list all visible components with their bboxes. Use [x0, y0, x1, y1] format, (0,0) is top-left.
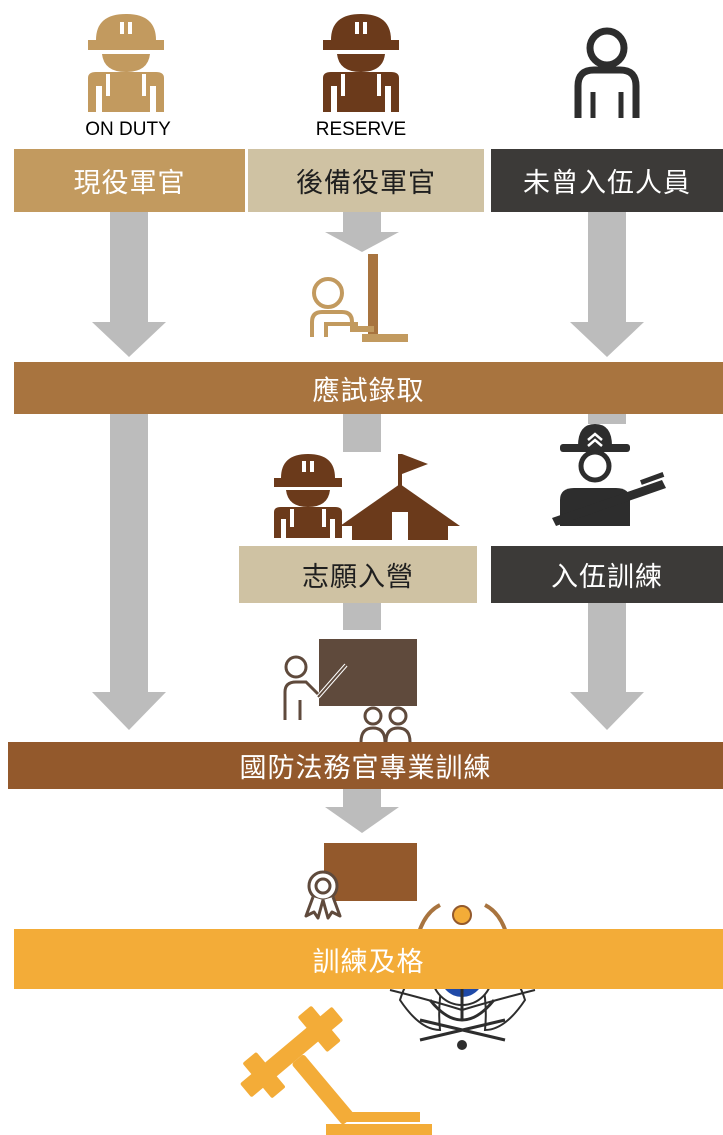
- volunteer-enlistment-box: 志願入營: [239, 546, 477, 603]
- person-icon: [574, 27, 640, 118]
- role-label-on-duty: ON DUTY: [85, 119, 171, 140]
- exam-admission-label: 應試錄取: [312, 375, 425, 407]
- training-pass-bar: 訓練及格: [14, 929, 723, 989]
- professional-training-label: 國防法務官專業訓練: [239, 753, 492, 784]
- professional-training-bar: 國防法務官專業訓練: [8, 742, 723, 789]
- soldier-icon: [274, 454, 342, 538]
- arrow-on-duty-to-training: [92, 414, 166, 730]
- on-duty-officer-box: 現役軍官: [14, 149, 245, 212]
- soldier-icon: [88, 14, 164, 112]
- certificate-icon: [304, 843, 417, 920]
- civilian-box: 未曾入伍人員: [491, 149, 723, 212]
- gavel-icon: [240, 1006, 432, 1135]
- reserve-officer-label: 後備役軍官: [296, 168, 436, 199]
- basic-training-box: 入伍訓練: [491, 546, 723, 603]
- volunteer-enlistment-label: 志願入營: [302, 562, 414, 593]
- arrow-training-to-pass: [325, 789, 399, 833]
- on-duty-officer-label: 現役軍官: [73, 168, 186, 199]
- soldier-icon: [323, 14, 399, 112]
- role-label-reserve: RESERVE: [315, 119, 407, 140]
- arrow-exam-to-volunteer: [343, 414, 381, 452]
- barracks-icon: [340, 454, 460, 540]
- training-pass-label: 訓練及格: [312, 946, 425, 978]
- arrow-exam-to-basic-training: [588, 414, 626, 424]
- civilian-label: 未曾入伍人員: [523, 168, 691, 199]
- arrow-reserve-to-exam: [325, 212, 399, 252]
- arrow-on-duty-to-exam: [92, 212, 166, 357]
- reserve-officer-box: 後備役軍官: [248, 149, 484, 212]
- exam-admission-bar: 應試錄取: [14, 362, 723, 414]
- arrow-volunteer-to-training: [343, 603, 381, 630]
- arrow-civilian-to-exam: [570, 212, 644, 357]
- basic-training-label: 入伍訓練: [551, 562, 663, 593]
- classroom-icon: [283, 639, 417, 743]
- drill-sergeant-icon: [552, 424, 666, 526]
- exam-desk-icon: [310, 254, 408, 342]
- arrow-basic-training-to-professional: [570, 603, 644, 730]
